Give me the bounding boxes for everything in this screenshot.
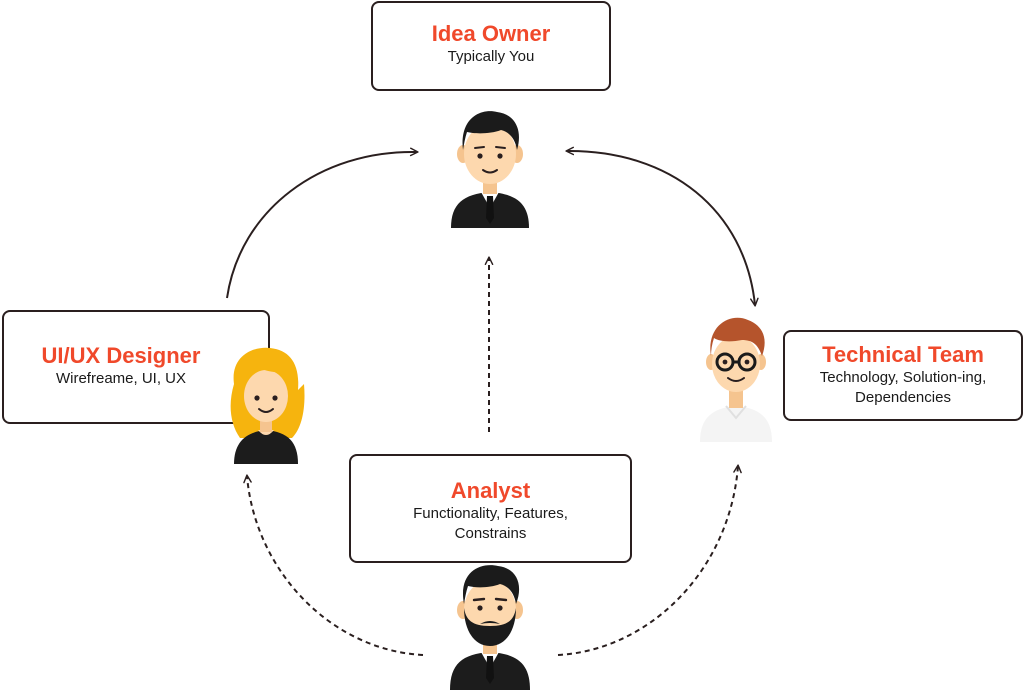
- technical-team-desc-line2: Dependencies: [855, 389, 951, 406]
- designer-card: UI/UX Designer Wirefreame, UI, UX: [2, 310, 270, 424]
- designer-title: UI/UX Designer: [41, 343, 201, 368]
- idea-owner-desc: Typically You: [447, 48, 535, 65]
- arrow-analyst-to-tech: [557, 464, 742, 656]
- idea-owner-card: Idea Owner Typically You: [371, 1, 611, 91]
- technical-team-title: Technical Team: [822, 342, 984, 367]
- analyst-card: Analyst Functionality, Features, Constra…: [349, 454, 632, 563]
- technical-team-desc-line1: Technology, Solution-ing,: [819, 369, 987, 386]
- man-in-suit-icon: [451, 111, 529, 228]
- designer-desc: Wirefreame, UI, UX: [55, 370, 187, 387]
- analyst-desc-line1: Functionality, Features,: [413, 505, 568, 522]
- man-with-glasses-icon: [700, 317, 772, 442]
- analyst-title: Analyst: [450, 478, 531, 503]
- arrow-designer-to-owner: [226, 147, 419, 299]
- analyst-desc-line2: Constrains: [454, 525, 527, 542]
- arrow-owner-tech: [565, 146, 759, 307]
- technical-team-card: Technical Team Technology, Solution-ing,…: [783, 330, 1023, 421]
- blonde-woman-icon: [230, 347, 305, 464]
- idea-owner-title: Idea Owner: [431, 21, 551, 46]
- arrow-analyst-to-designer: [243, 474, 424, 656]
- bearded-man-icon: [450, 565, 530, 690]
